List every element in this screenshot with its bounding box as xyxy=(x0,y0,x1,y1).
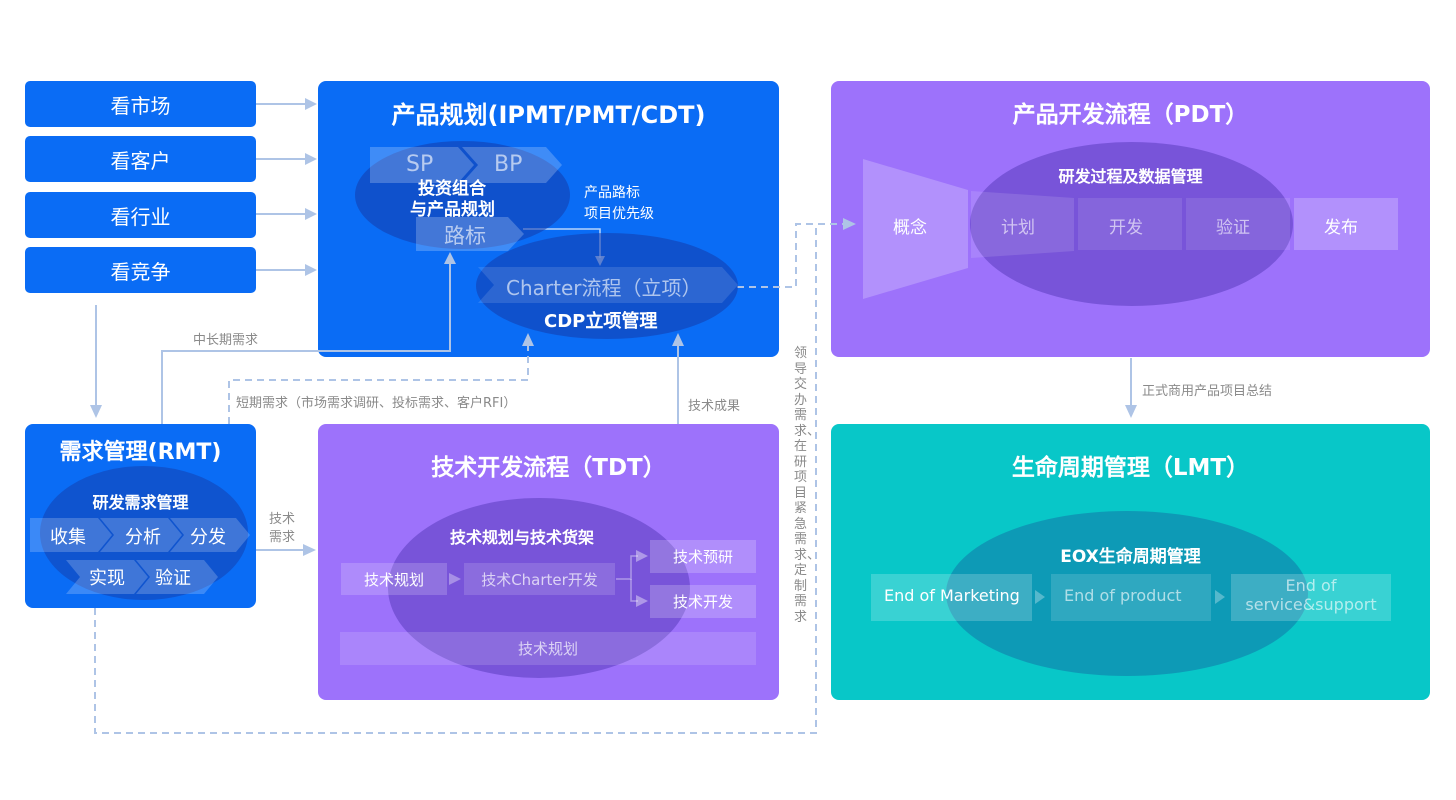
tech-result-note: 技术成果 xyxy=(688,399,741,414)
step-bp: BP xyxy=(494,152,523,177)
stage-release: 发布 xyxy=(1324,218,1358,238)
side-note-1: 产品路标 xyxy=(584,185,640,201)
input-customer-box: 看客户 xyxy=(25,136,256,182)
lmt-ellipse xyxy=(946,511,1308,676)
tdt-ellipse-label: 技术规划与技术货架 xyxy=(450,528,595,547)
portfolio-label-1: 投资组合 xyxy=(418,179,486,199)
lmt-stage-eop-label: End of product xyxy=(1064,586,1182,605)
tech-demand-note-2: 需求 xyxy=(269,530,296,545)
stage-verify: 验证 xyxy=(1216,218,1250,238)
step-sp: SP xyxy=(406,152,434,177)
lmt-panel: 生命周期管理（LMT） EOX生命周期管理 End of Marketing E… xyxy=(831,424,1430,700)
sp-bp-chevrons xyxy=(370,147,562,183)
long-term-demand-note: 中长期需求 xyxy=(193,333,259,348)
pdt-panel: 产品开发流程（PDT） 研发过程及数据管理 概念 计划 开发 验证 发布 xyxy=(831,81,1430,357)
side-note-2: 项目优先级 xyxy=(584,206,654,222)
lmt-stage-eom xyxy=(871,574,1032,621)
leader-demand-note: 领导交办需求、在研项目紧急需求、定制需求 xyxy=(794,346,821,625)
lmt-stage-eop xyxy=(1051,574,1211,621)
stage-concept: 概念 xyxy=(893,218,927,238)
pdt-ellipse-label: 研发过程及数据管理 xyxy=(1058,167,1203,186)
portfolio-label-2: 与产品规划 xyxy=(410,200,495,220)
lmt-stage-eos-label-1: End of xyxy=(1285,576,1337,595)
tdt-panel: 技术开发流程（TDT） 技术规划 技术Charter开发 技术预研 技术开发 技… xyxy=(318,424,779,700)
rmt-ellipse-label: 研发需求管理 xyxy=(92,493,189,512)
lmt-arrows xyxy=(1035,590,1225,604)
lmt-stage-eos-label-2: service&support xyxy=(1245,595,1377,614)
input-industry-box: 看行业 xyxy=(25,192,256,238)
input-competition-box: 看竞争 xyxy=(25,247,256,293)
lmt-ellipse-label: EOX生命周期管理 xyxy=(1060,547,1201,567)
lmt-title: 生命周期管理（LMT） xyxy=(1011,455,1250,481)
input-market-box: 看市场 xyxy=(25,81,256,127)
stage-plan: 计划 xyxy=(1001,218,1035,238)
tdt-title: 技术开发流程（TDT） xyxy=(431,455,666,481)
pdt-ellipse xyxy=(970,142,1293,306)
ipmt-panel: 产品规划(IPMT/PMT/CDT) SP BP 路标 投资组合 与产品规划 产… xyxy=(318,81,779,357)
tech-demand-note-1: 技术 xyxy=(269,512,296,527)
rmt-title: 需求管理(RMT) xyxy=(59,440,222,465)
lmt-stage-eos xyxy=(1231,574,1391,621)
ipmt-title: 产品规划(IPMT/PMT/CDT) xyxy=(391,101,706,129)
rmt-step-implement: 实现 xyxy=(89,568,125,589)
step-roadmap: 路标 xyxy=(444,224,486,248)
cdp-label: CDP立项管理 xyxy=(544,311,658,332)
rmt-step-distribute: 分发 xyxy=(190,527,226,548)
input-label: 看客户 xyxy=(110,148,171,173)
rmt-step-verify: 验证 xyxy=(155,568,191,589)
short-term-demand-note: 短期需求（市场需求调研、投标需求、客户RFI） xyxy=(236,396,517,411)
charter-label: Charter流程（立项） xyxy=(506,276,702,300)
lmt-stage-eom-label: End of Marketing xyxy=(884,586,1020,605)
input-label: 看行业 xyxy=(110,204,171,229)
rmt-step-analyze: 分析 xyxy=(125,527,161,548)
input-label: 看竞争 xyxy=(110,259,171,284)
rmt-step-collect: 收集 xyxy=(50,527,86,548)
commercial-summary-note: 正式商用产品项目总结 xyxy=(1142,384,1273,399)
pdt-funnel xyxy=(863,159,1398,299)
input-label: 看市场 xyxy=(110,93,171,118)
rmt-panel: 需求管理(RMT) 研发需求管理 收集 分析 分发 实现 验证 xyxy=(25,424,256,608)
stage-develop: 开发 xyxy=(1109,218,1143,238)
pdt-title: 产品开发流程（PDT） xyxy=(1012,102,1249,128)
